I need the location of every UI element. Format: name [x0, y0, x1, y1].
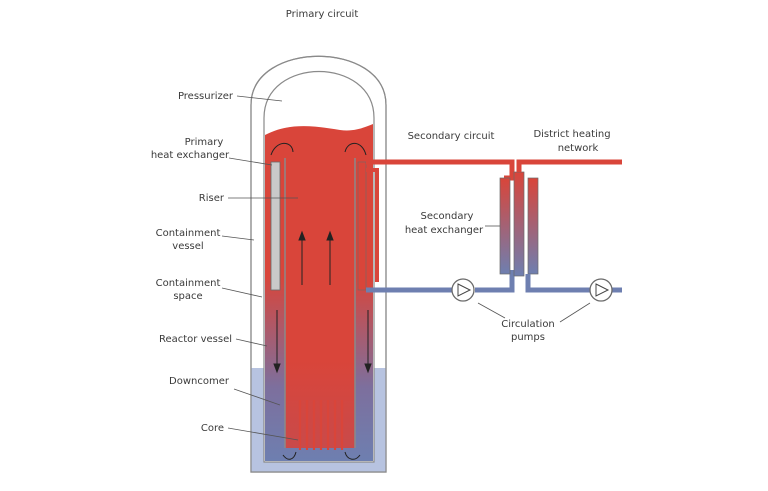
- secondary-hot-leg: [366, 159, 515, 181]
- label-secondary-heat-exchanger-line2: heat exchanger: [405, 225, 484, 236]
- label-district-heating-line2: network: [558, 143, 599, 154]
- circulation-pump-secondary: [451, 278, 475, 302]
- label-primary-circuit: Primary circuit: [286, 9, 359, 20]
- label-containment-space-line2: space: [173, 291, 202, 302]
- label-containment-vessel-line1: Containment: [156, 228, 221, 239]
- reactor-vessel: [263, 70, 375, 463]
- label-district-heating-line1: District heating: [533, 129, 610, 140]
- district-hot-leg: [516, 159, 622, 172]
- label-primary-heat-exchanger-line1: Primary: [185, 137, 224, 148]
- secondary-heat-exchanger: [499, 171, 539, 277]
- riser-column: [285, 158, 355, 448]
- reactor-core: [298, 400, 344, 450]
- labels: Primary circuit Pressurizer Primary heat…: [151, 9, 611, 434]
- primary-heat-exchanger: [270, 161, 281, 291]
- label-downcomer: Downcomer: [169, 376, 230, 387]
- label-pressurizer: Pressurizer: [178, 91, 234, 102]
- label-reactor-vessel: Reactor vessel: [159, 334, 232, 345]
- flow-arrows: [270, 142, 372, 460]
- label-circulation-pumps-line1: Circulation: [501, 319, 555, 330]
- label-secondary-heat-exchanger-line1: Secondary: [421, 211, 474, 222]
- label-circulation-pumps-line2: pumps: [511, 332, 545, 343]
- leader-lines: [221, 95, 591, 441]
- label-core: Core: [201, 423, 224, 434]
- label-secondary-circuit: Secondary circuit: [408, 131, 495, 142]
- district-heating-piping: [516, 159, 622, 293]
- label-riser: Riser: [199, 193, 225, 204]
- label-primary-heat-exchanger-line2: heat exchanger: [151, 150, 230, 161]
- district-cold-leg: [525, 274, 622, 293]
- circulation-pump-district: [589, 278, 613, 302]
- label-containment-space-line1: Containment: [156, 278, 221, 289]
- label-containment-vessel-line2: vessel: [172, 241, 203, 252]
